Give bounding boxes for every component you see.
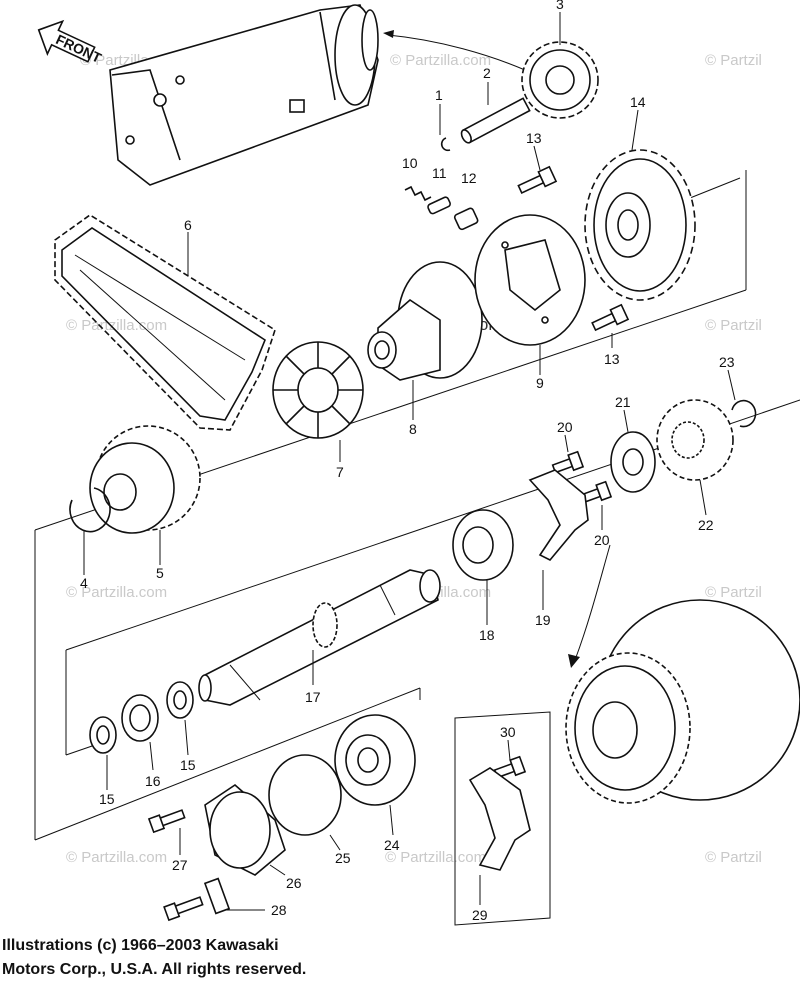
chain-6 — [54, 214, 276, 431]
part-label-21: 21 — [615, 394, 631, 410]
front-label: FRONT — [53, 31, 104, 66]
shaft-17 — [198, 569, 441, 706]
gear-5 — [89, 425, 201, 534]
part-label-20b: 20 — [594, 532, 610, 548]
bolt-28 — [163, 896, 204, 922]
watermark: © Partzil — [705, 317, 762, 334]
cover-26 — [204, 783, 286, 876]
part-label-23: 23 — [719, 354, 735, 370]
o-ring-25 — [268, 754, 342, 836]
bolt-13a — [517, 165, 558, 194]
needle-bearing-16 — [121, 694, 159, 742]
parts-diagram: © Partzilla.com © Partzilla.com © Partzi… — [34, 0, 800, 926]
bearing-18 — [452, 509, 514, 581]
part-label-28: 28 — [271, 902, 287, 918]
watermark: © Partzil — [705, 584, 762, 601]
watermark: © Partzilla.com — [66, 584, 167, 601]
part-label-1: 1 — [435, 87, 443, 103]
sprocket-14 — [584, 149, 696, 301]
part-label-6: 6 — [184, 217, 192, 233]
leader-lines — [83, 12, 736, 911]
part-label-2: 2 — [483, 65, 491, 81]
part-label-19: 19 — [535, 612, 551, 628]
circlip-23 — [731, 399, 757, 428]
watermark: © Partzilla.com — [66, 849, 167, 866]
circlip-4 — [69, 487, 111, 533]
watermark: © Partzilla.com — [66, 317, 167, 334]
part-label-9: 9 — [536, 375, 544, 391]
part-label-22: 22 — [698, 517, 714, 533]
damper-housing-9 — [474, 214, 586, 346]
part-label-13a: 13 — [526, 130, 542, 146]
part-label-29: 29 — [472, 907, 488, 923]
bolt-27 — [147, 809, 186, 834]
clutch-housing — [565, 599, 800, 804]
part-label-24: 24 — [384, 837, 400, 853]
sprocket-3 — [521, 41, 599, 119]
watermark: © Partzilla.com — [390, 52, 491, 69]
part-label-4: 4 — [80, 575, 88, 591]
copyright-line-2: Motors Corp., U.S.A. All rights reserved… — [2, 961, 307, 978]
hub-8 — [367, 261, 483, 381]
part-label-16: 16 — [145, 773, 161, 789]
copyright-notice: Illustrations (c) 1966–2003 Kawasaki Mot… — [2, 934, 306, 982]
part-label-5: 5 — [156, 565, 164, 581]
part-label-17: 17 — [305, 689, 321, 705]
part-label-27: 27 — [172, 857, 188, 873]
part-label-8: 8 — [409, 421, 417, 437]
part-label-14: 14 — [630, 94, 646, 110]
part-label-20a: 20 — [557, 419, 573, 435]
part-label-26: 26 — [286, 875, 302, 891]
gear-22 — [656, 399, 734, 481]
bolt-13b — [591, 303, 630, 332]
part-labels: 1 2 3 4 5 6 7 8 9 10 11 12 13 13 14 15 1… — [80, 0, 735, 923]
washer-21 — [610, 431, 656, 493]
bracket-29-box — [454, 711, 551, 926]
part-label-15a: 15 — [99, 791, 115, 807]
watermark: © Partzil — [705, 52, 762, 69]
part-label-3: 3 — [556, 0, 564, 12]
part-label-12: 12 — [461, 170, 477, 186]
damper-rubbers-7 — [272, 341, 364, 439]
part-label-15b: 15 — [180, 757, 196, 773]
part-label-11: 11 — [432, 165, 447, 181]
starter-motor — [109, 4, 379, 186]
part-label-7: 7 — [336, 464, 344, 480]
part-label-18: 18 — [479, 627, 495, 643]
part-label-30: 30 — [500, 724, 516, 740]
washer-15b — [166, 681, 194, 719]
washer-15a — [89, 716, 117, 754]
bearing-24 — [334, 714, 416, 806]
part-label-25: 25 — [335, 850, 351, 866]
bolt-20a — [551, 450, 585, 474]
watermark: © Partzil — [705, 849, 762, 866]
plate-19 — [528, 469, 589, 561]
watermark: © Partzilla.com — [385, 849, 486, 866]
part-label-10: 10 — [402, 155, 418, 171]
part-label-13b: 13 — [604, 351, 620, 367]
copyright-line-1: Illustrations (c) 1966–2003 Kawasaki — [2, 937, 279, 954]
